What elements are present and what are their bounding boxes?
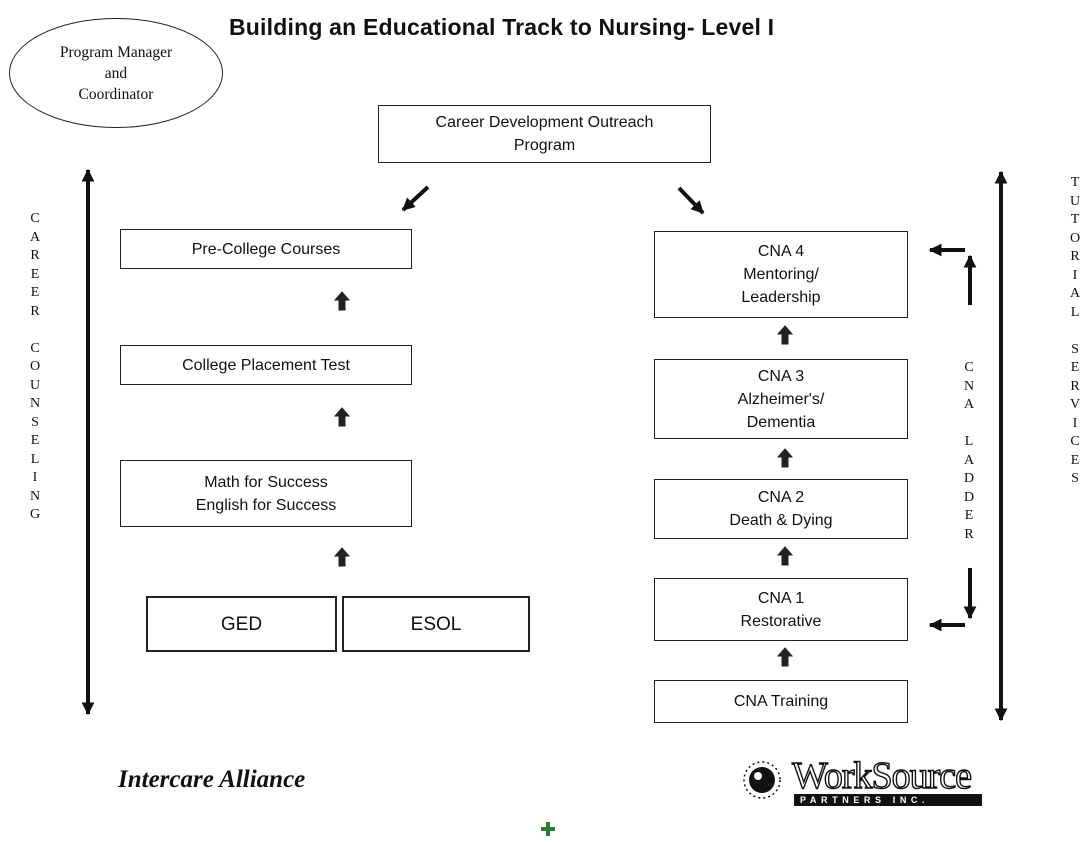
vertical-letter: N <box>963 378 975 394</box>
esol-label: ESOL <box>410 613 462 635</box>
success-line-2: English for Success <box>195 496 337 514</box>
ellipse-line-3: Coordinator <box>78 85 154 103</box>
pre-college-box: Pre-College Courses <box>120 229 412 269</box>
cna1-line-2: Restorative <box>740 612 822 630</box>
worksource-sub-band <box>794 794 982 806</box>
vertical-letter: C <box>30 340 40 356</box>
esol-box: ESOL <box>342 596 530 652</box>
cna4-line-1: CNA 4 <box>757 243 805 260</box>
placement-test-label: College Placement Test <box>182 356 350 374</box>
cna3-line-2: Alzheimer's/ <box>737 390 825 408</box>
cna-training-label: CNA Training <box>733 693 829 710</box>
vertical-letter: O <box>1069 230 1081 246</box>
vertical-letter: N <box>29 396 41 411</box>
vertical-letter: L <box>30 451 40 467</box>
up-arrow-icon <box>776 647 794 667</box>
vertical-letter: T <box>1070 175 1080 190</box>
cna4-line-2: Mentoring/ <box>743 266 819 283</box>
up-arrow-icon <box>333 407 351 427</box>
vertical-letter: L <box>1070 304 1080 320</box>
outreach-line-2: Program <box>513 137 576 154</box>
outreach-program-box: Career Development Outreach Program <box>378 105 711 163</box>
cna3-box: CNA 3 Alzheimer's/ Dementia <box>654 359 908 439</box>
vertical-letter: E <box>964 508 974 523</box>
vertical-letter: E <box>1070 452 1080 468</box>
success-line-1: Math for Success <box>204 473 328 491</box>
up-arrow-icon <box>333 291 351 311</box>
vertical-letter: R <box>30 248 40 263</box>
vertical-letter: D <box>963 471 975 486</box>
cna1-line-1: CNA 1 <box>757 589 805 607</box>
vertical-letter: E <box>30 433 40 448</box>
vertical-letter: R <box>1070 249 1080 264</box>
vertical-letter: S <box>1071 471 1079 486</box>
vertical-letter: G <box>29 507 41 522</box>
cna4-box: CNA 4 Mentoring/ Leadership <box>654 231 908 318</box>
page-title: Building an Educational Track to Nursing… <box>229 14 775 40</box>
small-cross-icon <box>541 822 555 836</box>
vertical-letter: A <box>29 229 41 245</box>
arrow-to-right-track <box>677 186 705 215</box>
vertical-letter: E <box>30 285 40 300</box>
outreach-line-1: Career Development Outreach <box>435 114 654 131</box>
vertical-letter: I <box>1072 415 1078 431</box>
cna3-line-3: Dementia <box>746 413 816 431</box>
worksource-logo-mark <box>743 761 781 799</box>
vertical-letter: U <box>1069 193 1081 209</box>
vertical-letter: R <box>1070 378 1080 394</box>
ellipse-line-1: Program Manager <box>59 43 173 61</box>
worksource-sub-text: PARTNERS INC. <box>800 795 930 805</box>
vertical-letter: E <box>1070 360 1080 375</box>
vertical-letter: R <box>964 526 974 542</box>
cna3-line-1: CNA 3 <box>757 367 805 385</box>
up-arrow-icon <box>776 448 794 468</box>
cna2-box: CNA 2 Death & Dying <box>654 479 908 539</box>
cna-training-box: CNA Training <box>654 680 908 723</box>
vertical-letter: S <box>31 414 39 430</box>
placement-test-box: College Placement Test <box>120 345 412 385</box>
success-box: Math for Success English for Success <box>120 460 412 527</box>
vertical-letter: C <box>30 211 40 226</box>
up-arrow-icon <box>333 547 351 567</box>
worksource-logo-text: WorkSource <box>791 755 972 797</box>
vertical-letter: U <box>29 377 41 393</box>
vertical-letter: E <box>30 266 40 282</box>
pre-college-label: Pre-College Courses <box>191 240 341 258</box>
vertical-letter: I <box>32 470 38 485</box>
vertical-letter: D <box>963 489 975 505</box>
ged-label: GED <box>220 613 263 635</box>
intercare-alliance-logo: Intercare Alliance <box>118 766 306 793</box>
vertical-letter: T <box>1070 212 1080 227</box>
vertical-letter: C <box>964 360 974 375</box>
program-manager-ellipse: Program Manager and Coordinator <box>9 18 223 128</box>
vertical-letter: O <box>29 359 41 374</box>
vertical-letter: C <box>1070 434 1080 449</box>
cna2-line-2: Death & Dying <box>729 512 833 529</box>
ellipse-line-2: and <box>104 64 128 82</box>
vertical-letter: A <box>963 397 975 412</box>
vertical-letter: R <box>30 303 40 319</box>
cna4-line-3: Leadership <box>741 289 821 306</box>
vertical-letter: I <box>1072 267 1078 283</box>
ged-box: GED <box>146 596 337 652</box>
vertical-letter: S <box>1071 341 1079 357</box>
vertical-letter: N <box>29 488 41 504</box>
vertical-letter: A <box>963 452 975 468</box>
vertical-letter: L <box>964 434 974 449</box>
up-arrow-icon <box>776 546 794 566</box>
cna1-box: CNA 1 Restorative <box>654 578 908 641</box>
vertical-letter: A <box>1069 286 1081 301</box>
arrow-to-left-track <box>401 185 430 212</box>
vertical-letter: V <box>1069 397 1081 412</box>
cna2-line-1: CNA 2 <box>757 489 805 506</box>
up-arrow-icon <box>776 325 794 345</box>
